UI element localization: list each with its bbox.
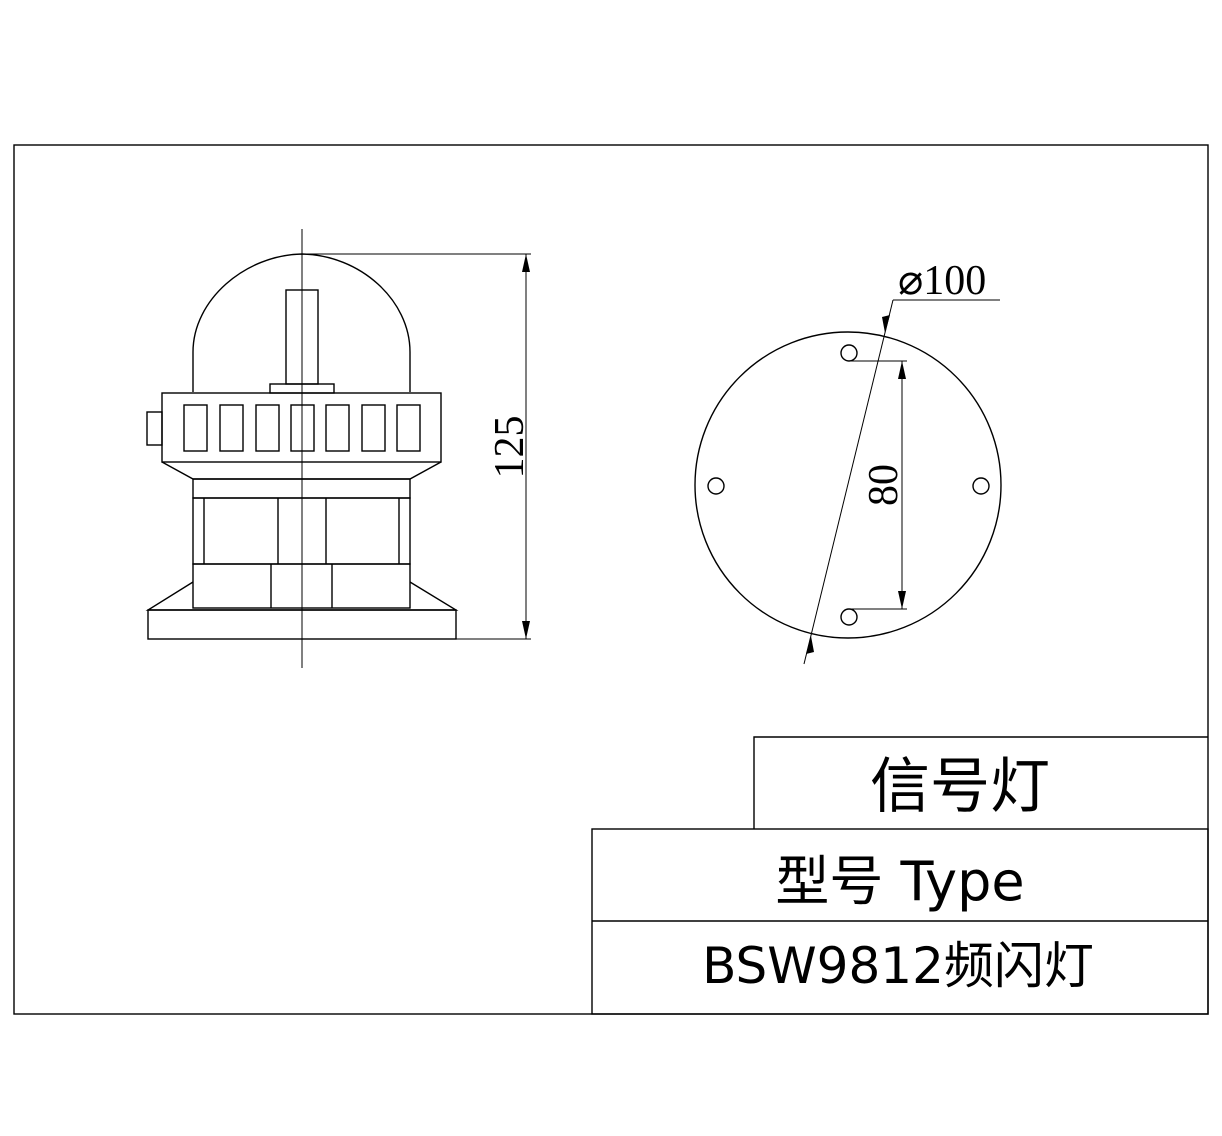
lens-window <box>396 404 421 452</box>
mounting-hole <box>972 477 990 495</box>
lens-window <box>255 404 280 452</box>
base-plate-circle <box>694 331 1002 639</box>
top-view: ⌀100 80 <box>694 258 1002 665</box>
diameter-label: ⌀100 <box>898 258 986 304</box>
title-block: 信号灯 型号 Type BSW9812频闪灯 <box>591 736 1209 1015</box>
side-view <box>145 229 459 668</box>
side-knob <box>146 411 163 446</box>
lens-window <box>325 404 350 452</box>
mounting-hole <box>707 477 725 495</box>
lens-window <box>361 404 386 452</box>
height-label: 125 <box>487 416 533 479</box>
hole-spacing-label: 80 <box>861 464 907 506</box>
mounting-hole <box>840 344 858 362</box>
lens-window <box>183 404 208 452</box>
model-name: BSW9812频闪灯 <box>702 937 1094 995</box>
mounting-hole <box>840 608 858 626</box>
type-label: 型号 Type <box>775 850 1024 913</box>
height-dimension: 125 <box>302 253 533 640</box>
lens-window <box>219 404 244 452</box>
product-name: 信号灯 <box>870 752 1050 822</box>
